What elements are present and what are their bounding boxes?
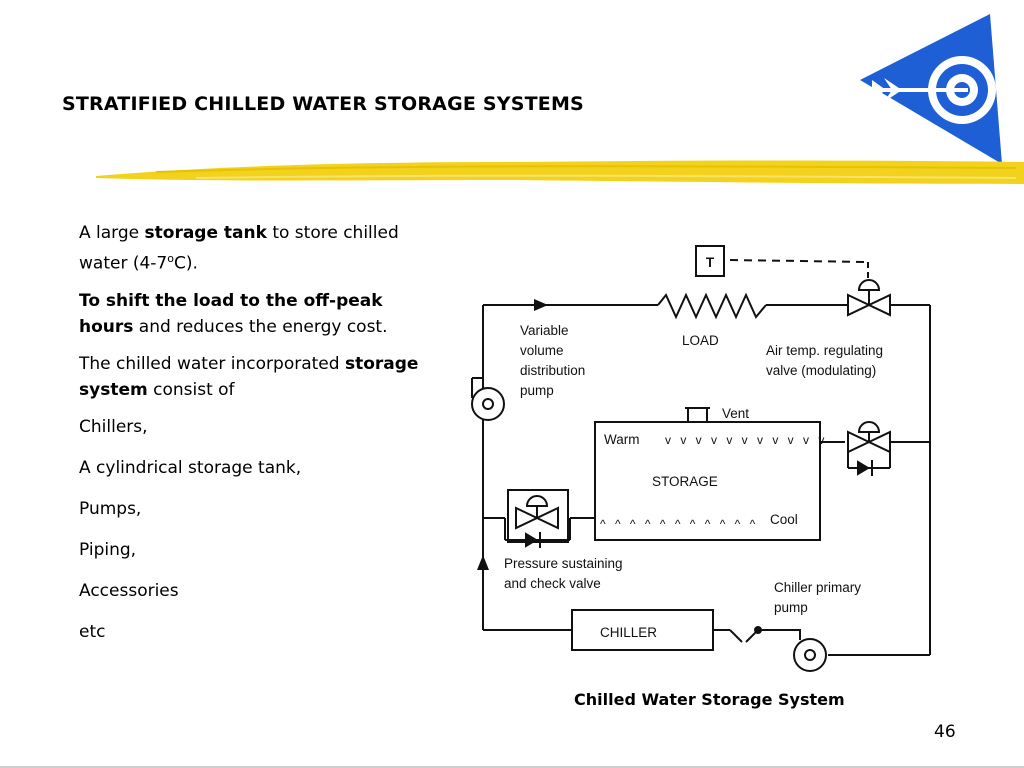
svg-text:v v v v v v v v v v v: v v v v v v v v v v v [665,433,827,447]
variable-pump-label-1: Variable [520,323,569,338]
pressure-valve-label-1: Pressure sustaining [504,556,623,571]
variable-pump-label-3: distribution [520,363,585,378]
air-valve-label-2: valve (modulating) [766,363,876,378]
list-item: Chillers, [79,416,148,437]
storage-label: STORAGE [652,474,718,489]
load-label: LOAD [682,333,719,348]
paragraph-shift-load: To shift the load to the off-peak hours … [79,290,388,337]
vent-label: Vent [722,406,749,421]
thermostat-label: T [706,255,715,270]
body-text: A large storage tank to store chilled wa… [79,220,419,660]
list-item: Piping, [79,539,137,560]
bottom-divider [0,766,1024,768]
svg-text:^ ^ ^ ^ ^ ^ ^ ^ ^ ^ ^: ^ ^ ^ ^ ^ ^ ^ ^ ^ ^ ^ [600,517,758,531]
list-item: Accessories [79,580,179,601]
chiller-label: CHILLER [600,625,657,640]
list-item: Pumps, [79,498,142,519]
page-number: 46 [934,722,956,742]
cool-label: Cool [770,512,798,527]
pressure-valve-label-2: and check valve [504,576,601,591]
list-item: A cylindrical storage tank, [79,457,302,478]
list-item: etc [79,621,106,642]
warm-label: Warm [604,432,640,447]
paragraph-storage-system: The chilled water incorporated storage s… [79,353,419,400]
slide-title: STRATIFIED CHILLED WATER STORAGE SYSTEMS [62,93,584,115]
yellow-swoosh-divider [96,160,1024,184]
chiller-pump-label-1: Chiller primary [774,580,861,595]
air-valve-label-1: Air temp. regulating [766,343,883,358]
chilled-water-schematic: T v v v v v v v v v v v [471,245,931,672]
diagram-caption: Chilled Water Storage System [574,690,845,709]
target-arrow-logo [860,14,1002,164]
paragraph-storage-tank: A large storage tank to store chilled wa… [79,223,399,274]
variable-pump-label-4: pump [520,383,554,398]
variable-pump-label-2: volume [520,343,564,358]
chiller-pump-label-2: pump [774,600,808,615]
